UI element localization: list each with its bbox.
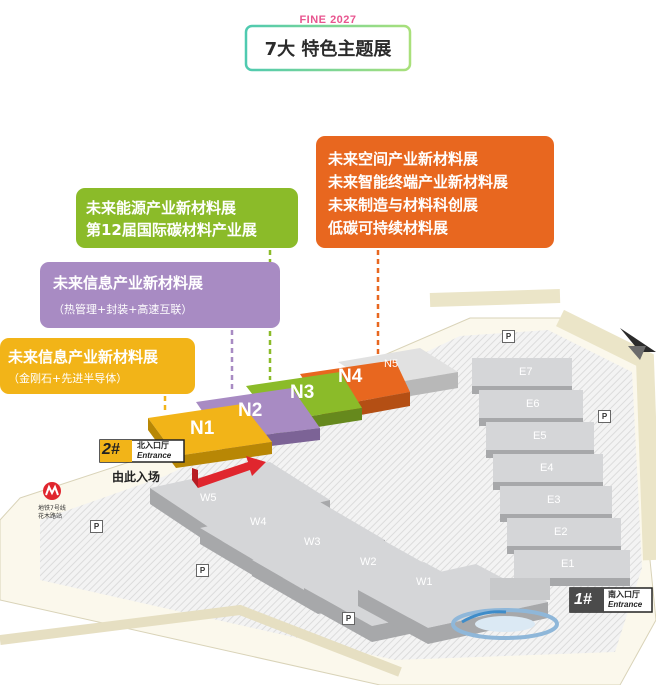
south-entrance-en: Entrance [608,600,643,609]
hall-label-n3: N3 [290,382,315,403]
parking-sign: P [90,520,103,533]
hall-label-n2: N2 [238,400,263,421]
hall-label-w1: W1 [416,576,433,588]
hall-label-e6: E6 [526,398,540,410]
theme-line: 未来智能终端产业新材料展 [328,173,509,191]
theme-subline: （热管理+封装+高速互联） [53,303,193,316]
parking-sign: P [502,330,515,343]
compass-icon [620,328,656,360]
hall-label-e4: E4 [540,462,554,474]
parking-sign: P [196,564,209,577]
theme-line: 低碳可持续材料展 [328,219,449,237]
theme-line: 未来制造与材料科创展 [328,196,479,214]
hall-label-e3: E3 [547,494,561,506]
theme-box-green: 未来能源产业新材料展 第12届国际碳材料产业展 [76,188,298,248]
enter-here-label: 由此入场 [112,470,161,484]
title-frame [244,24,412,72]
hall-label-e7: E7 [519,366,533,378]
theme-line: 未来能源产业新材料展 [86,199,237,217]
hall-label-n5: N5 [384,358,399,370]
north-entrance-en: Entrance [137,451,172,460]
south-plaza [451,578,559,640]
hall-label-w2: W2 [360,556,377,568]
theme-line: 未来信息产业新材料展 [53,274,204,292]
metro-station: 花木路站 [38,513,63,520]
theme-box-purple: 未来信息产业新材料展 （热管理+封装+高速互联） [40,262,280,328]
metro-line: 地铁7号线 [38,505,66,512]
hall-label-n1: N1 [190,418,215,439]
north-entrance-number: 2# [102,441,120,458]
entrance-arrow [194,456,266,488]
theme-line: 未来空间产业新材料展 [328,150,479,168]
hall-label-n4: N4 [338,366,363,387]
theme-subline: （金刚石+先进半导体） [8,372,128,385]
header-tag: FINE 2027 [299,14,357,26]
hall-label-w3: W3 [304,536,321,548]
theme-box-orange: 未来空间产业新材料展 未来智能终端产业新材料展 未来制造与材料科创展 低碳可持续… [316,136,554,248]
theme-line: 未来信息产业新材料展 [8,348,159,366]
theme-box-yellow: 未来信息产业新材料展 （金刚石+先进半导体） [0,338,195,394]
header-title: 7大 特色主题展 [264,39,392,60]
hall-label-e5: E5 [533,430,547,442]
parking-sign: P [598,410,611,423]
metro-logo [43,482,61,500]
north-entrance-cn: 北入口厅 [137,441,169,450]
south-entrance-number: 1# [574,591,592,608]
hall-label-w5: W5 [200,492,217,504]
hall-label-e1: E1 [561,558,575,570]
east-halls [472,358,630,586]
parking-sign: P [342,612,355,625]
hall-label-w4: W4 [250,516,267,528]
theme-line: 第12届国际碳材料产业展 [86,221,257,239]
hall-label-e2: E2 [554,526,568,538]
south-entrance-cn: 南入口厅 [608,590,640,599]
